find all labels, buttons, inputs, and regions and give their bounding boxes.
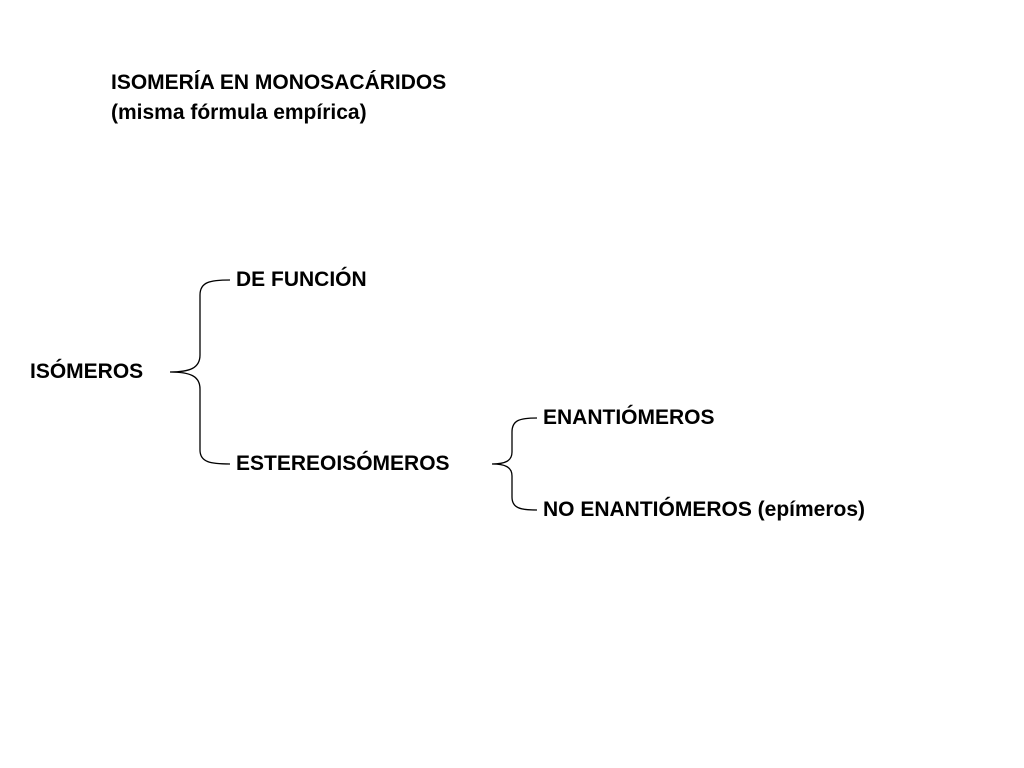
title-line-1: ISOMERÍA EN MONOSACÁRIDOS [111,71,447,94]
brace-estereoisomeros [491,417,538,511]
node-estereoisomeros: ESTEREOISÓMEROS [236,452,450,475]
node-isomeros: ISÓMEROS [30,360,144,383]
node-no-enantiomeros: NO ENANTIÓMEROS (epímeros) [543,498,866,521]
brace-isomeros [169,279,231,465]
node-de-funcion: DE FUNCIÓN [236,268,367,291]
slide-title: ISOMERÍA EN MONOSACÁRIDOS (misma fórmula… [111,68,446,128]
title-line-2: (misma fórmula empírica) [111,101,367,124]
node-enantiomeros: ENANTIÓMEROS [543,406,715,429]
